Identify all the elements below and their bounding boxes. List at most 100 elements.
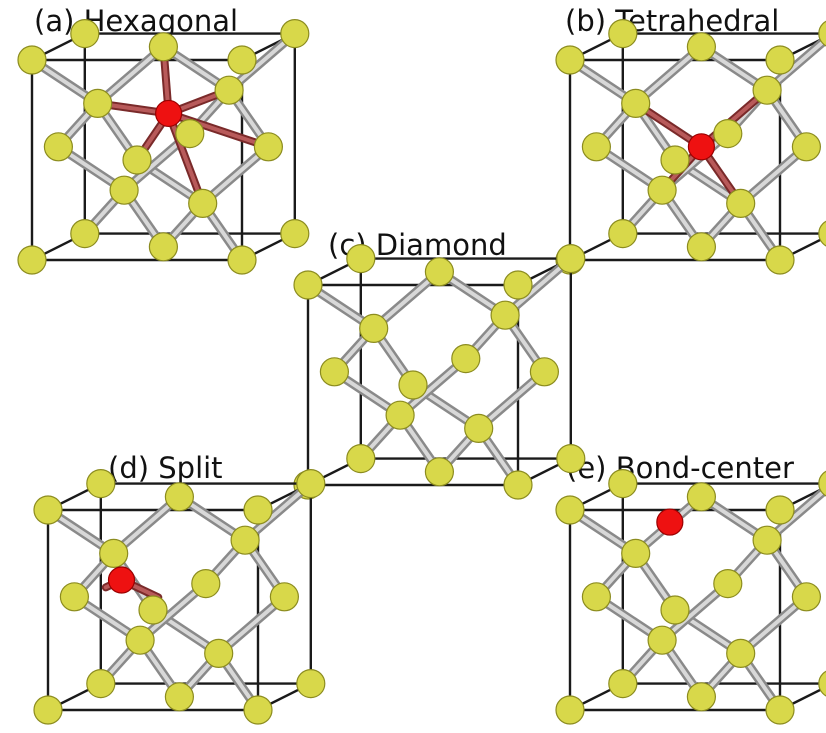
host-atom [555,45,585,75]
host-atom [451,344,481,374]
defect-bond-highlight [166,111,205,206]
host-atom [686,232,717,262]
host-atom [59,582,90,612]
host-atom [660,145,690,175]
panel-a-hexagonal-cell [17,18,310,275]
host-atom [791,582,822,612]
host-atom [319,357,349,387]
host-atom [660,595,690,625]
panel-d-label: (d) Split [108,451,223,485]
host-atom [138,595,168,625]
host-atom [621,538,651,569]
host-atom [647,175,677,205]
host-atom [608,668,638,699]
panel-b-tetrahedral-cell [555,18,826,275]
host-atom [359,313,389,343]
defect-bond-highlight [166,111,271,149]
defect-atom [656,508,684,536]
defect-atom [687,133,716,161]
host-atom [765,495,795,525]
host-atom [424,257,454,287]
host-atom [581,582,612,612]
host-atom [33,495,63,525]
host-atom [188,188,218,218]
panel-c-diamond-cell [293,244,586,500]
host-atom [214,75,244,105]
host-atom [765,245,795,275]
host-atom [765,695,795,725]
host-atom [122,145,152,175]
host-atom [464,413,494,443]
host-atom [125,625,155,655]
host-atom [164,682,194,712]
atom-group [555,469,826,725]
host-atom [555,495,585,525]
host-atom [398,370,428,400]
atom-group [33,469,326,725]
host-atom [818,470,826,497]
host-atom [424,457,454,487]
host-atom [43,132,74,162]
host-atom [204,638,234,669]
host-atom [346,444,376,474]
host-atom [86,668,116,699]
host-atom [269,582,299,612]
host-atom [503,270,533,300]
panel-e-label: (e) Bond-center [566,451,794,485]
host-atom [99,538,129,569]
host-atom [175,119,205,149]
host-atom [86,469,116,499]
host-atom [164,482,194,512]
host-atom [191,568,221,599]
panel-b-label: (b) Tetrahedral [565,4,779,38]
host-atom [818,20,826,47]
host-atom [713,568,743,599]
host-atom [765,45,795,75]
host-atom [791,132,822,162]
host-atom [243,695,273,725]
host-atom [686,682,717,712]
host-atom [296,469,326,499]
host-atom [385,400,415,430]
host-atom [818,670,826,697]
atom-group [17,18,310,275]
host-atom [752,75,782,105]
host-atom [296,668,326,699]
host-atom [109,175,139,205]
host-atom [556,444,586,474]
host-atom [83,88,113,119]
host-atom [556,244,586,274]
host-atom [70,18,100,49]
host-atom [818,220,826,247]
defect-atom [107,566,136,594]
host-atom [243,495,273,525]
host-atom [280,219,310,249]
host-atom [555,695,585,725]
host-atom [608,469,638,499]
defect-atom [155,99,183,128]
host-atom [529,357,560,387]
host-atom [608,219,638,249]
host-atom [608,18,638,49]
host-atom [503,470,533,500]
panel-e-bond-center-cell [555,469,826,725]
host-atom [726,188,756,218]
host-atom [713,119,743,149]
panel-d-split-cell [33,469,326,725]
host-atom [253,132,283,162]
host-atom [686,482,717,512]
host-atom [227,245,257,275]
host-atom [752,525,782,555]
host-atom [647,625,677,655]
host-atom [280,18,310,49]
host-atom [490,300,520,330]
panel-a-label: (a) Hexagonal [34,4,238,38]
host-atom [686,32,717,62]
host-atom [148,232,178,262]
host-atom [230,525,260,555]
host-atom [17,245,47,275]
host-atom [33,695,63,725]
host-atom [621,88,651,119]
host-atom [227,45,257,75]
